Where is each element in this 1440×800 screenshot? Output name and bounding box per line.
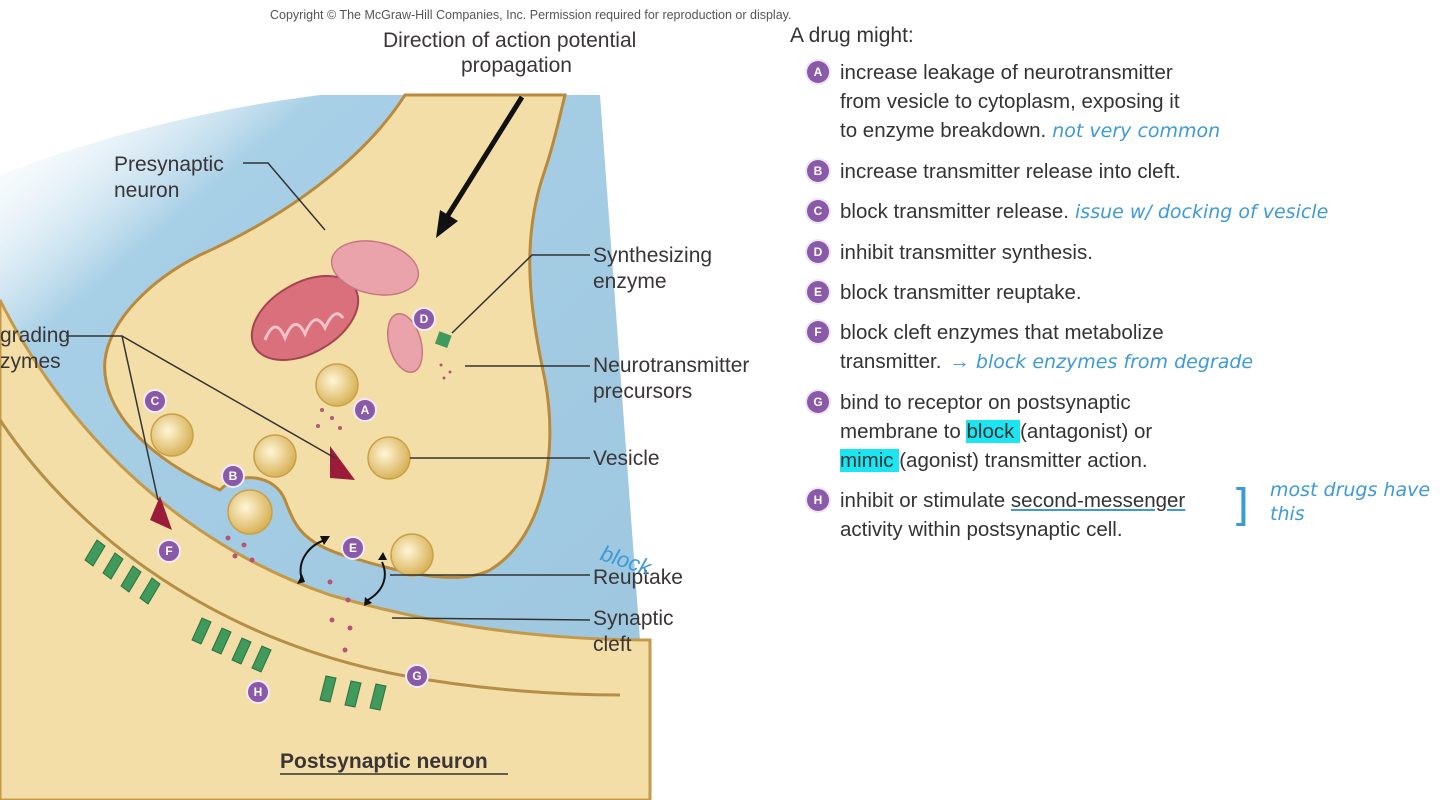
svg-text:D: D xyxy=(420,312,429,326)
svg-text:F: F xyxy=(165,544,172,558)
item-g-line2-post: (antagonist) or xyxy=(1020,420,1153,443)
item-a-line3: to enzyme breakdown. xyxy=(840,119,1047,142)
label-degrading-2: zymes xyxy=(0,350,61,373)
item-a-line2: from vesicle to cytoplasm, exposing it xyxy=(840,90,1180,113)
vesicles xyxy=(150,363,434,577)
item-b: B increase transmitter release into clef… xyxy=(790,157,1430,186)
svg-text:C: C xyxy=(151,394,160,408)
svg-text:A: A xyxy=(361,403,370,417)
item-b-badge: B xyxy=(807,160,829,182)
svg-text:H: H xyxy=(254,685,263,699)
item-g-line2: membrane to block (antagonist) or xyxy=(840,417,1430,446)
copyright-text: Copyright © The McGraw-Hill Companies, I… xyxy=(270,8,791,22)
item-d-text: inhibit transmitter synthesis. xyxy=(840,241,1093,264)
item-g-badge: G xyxy=(807,391,829,413)
leader-lines xyxy=(66,162,591,621)
item-h-line1: inhibit or stimulate second-messenger xyxy=(840,486,1430,515)
item-d: D inhibit transmitter synthesis. xyxy=(790,238,1430,267)
label-direction-1: Direction of action potential xyxy=(383,29,636,52)
svg-text:G: G xyxy=(412,669,421,683)
badge-c: C xyxy=(143,389,167,413)
label-presynaptic-2: neuron xyxy=(114,179,179,202)
receptors xyxy=(84,539,387,711)
item-f-arrow: → xyxy=(949,350,970,373)
item-f-badge: F xyxy=(807,321,829,343)
degrading-enzyme-1 xyxy=(330,446,355,480)
action-potential-arrow xyxy=(436,95,525,238)
mitochondria xyxy=(250,240,424,374)
neurotransmitter-particles xyxy=(225,363,452,653)
label-synthesizing-2: enzyme xyxy=(593,270,667,293)
item-f-line2-wrap: transmitter. →block enzymes from degrade xyxy=(840,347,1430,377)
item-a-line1: increase leakage of neurotransmitter xyxy=(840,61,1173,84)
item-g-line3-post: (agonist) transmitter action. xyxy=(899,449,1148,472)
item-h-handwritten-note: most drugs have this xyxy=(1270,479,1431,525)
label-presynaptic-1: Presynaptic xyxy=(114,153,224,176)
label-cleft-2: cleft xyxy=(593,633,632,656)
drug-effects-panel: A drug might: A increase leakage of neur… xyxy=(790,24,1430,555)
item-e-text: block transmitter reuptake. xyxy=(840,281,1082,304)
badge-a: A xyxy=(353,398,377,422)
item-h-line1-pre: inhibit or stimulate xyxy=(840,489,1011,512)
item-c: C block transmitter release.issue w/ doc… xyxy=(790,197,1430,227)
item-e: E block transmitter reuptake. xyxy=(790,278,1430,307)
badge-h: H xyxy=(246,680,270,704)
synthesizing-enzyme xyxy=(434,331,452,348)
item-e-badge: E xyxy=(807,281,829,303)
badge-e: E xyxy=(341,536,365,560)
label-synthesizing-1: Synthesizing xyxy=(593,244,712,267)
item-g-line2-pre: membrane to xyxy=(840,420,967,443)
item-g-highlight-block: block xyxy=(966,420,1021,443)
item-h: H inhibit or stimulate second-messenger … xyxy=(790,486,1430,544)
item-d-badge: D xyxy=(807,241,829,263)
badge-g: G xyxy=(405,664,429,688)
handwritten-bracket: ] xyxy=(1232,480,1250,531)
item-c-handwritten-note: issue w/ docking of vesicle xyxy=(1075,201,1329,223)
item-a: A increase leakage of neurotransmitter f… xyxy=(790,58,1430,146)
item-g-line3: mimic (agonist) transmitter action. xyxy=(840,446,1430,475)
panel-intro: A drug might: xyxy=(790,24,914,47)
item-a-line3-wrap: to enzyme breakdown.not very common xyxy=(840,116,1430,146)
label-cleft-1: Synaptic xyxy=(593,607,674,630)
badge-f: F xyxy=(157,539,181,563)
svg-text:E: E xyxy=(349,541,357,555)
badge-b: B xyxy=(221,464,245,488)
item-g-highlight-mimic: mimic xyxy=(840,449,900,472)
svg-text:B: B xyxy=(229,469,238,483)
degrading-enzyme-2 xyxy=(150,496,172,530)
item-h-line2: activity within postsynaptic cell. xyxy=(840,518,1123,541)
postsynaptic-membrane-inner xyxy=(0,419,621,697)
item-h-badge: H xyxy=(807,489,829,511)
item-h-underlined: second-messenger xyxy=(1010,489,1186,512)
label-vesicle: Vesicle xyxy=(593,447,660,470)
item-c-badge: C xyxy=(807,200,829,222)
label-precursors-2: precursors xyxy=(593,380,692,403)
item-a-handwritten-note: not very common xyxy=(1052,120,1221,142)
item-g-line1: bind to receptor on postsynaptic xyxy=(840,391,1131,414)
label-precursors-1: Neurotransmitter xyxy=(593,354,749,377)
item-a-badge: A xyxy=(807,61,829,83)
item-c-text: block transmitter release. xyxy=(840,200,1070,223)
postsynaptic-neuron-body xyxy=(0,299,652,800)
reuptake-arrows xyxy=(299,539,386,601)
label-degrading-1: grading xyxy=(0,324,70,347)
item-c-wrap: block transmitter release.issue w/ docki… xyxy=(840,197,1430,227)
item-b-text: increase transmitter release into cleft. xyxy=(840,160,1181,183)
label-postsynaptic: Postsynaptic neuron xyxy=(280,750,488,773)
item-f-line1: block cleft enzymes that metabolize xyxy=(840,321,1164,344)
item-g: G bind to receptor on postsynaptic membr… xyxy=(790,388,1430,475)
item-f: F block cleft enzymes that metabolize tr… xyxy=(790,318,1430,377)
badge-d: D xyxy=(412,307,436,331)
item-f-line2: transmitter. xyxy=(840,350,942,373)
label-reuptake: Reuptake xyxy=(593,566,683,589)
item-f-handwritten-note: block enzymes from degrade xyxy=(975,351,1254,373)
label-direction-2: propagation xyxy=(461,54,572,77)
